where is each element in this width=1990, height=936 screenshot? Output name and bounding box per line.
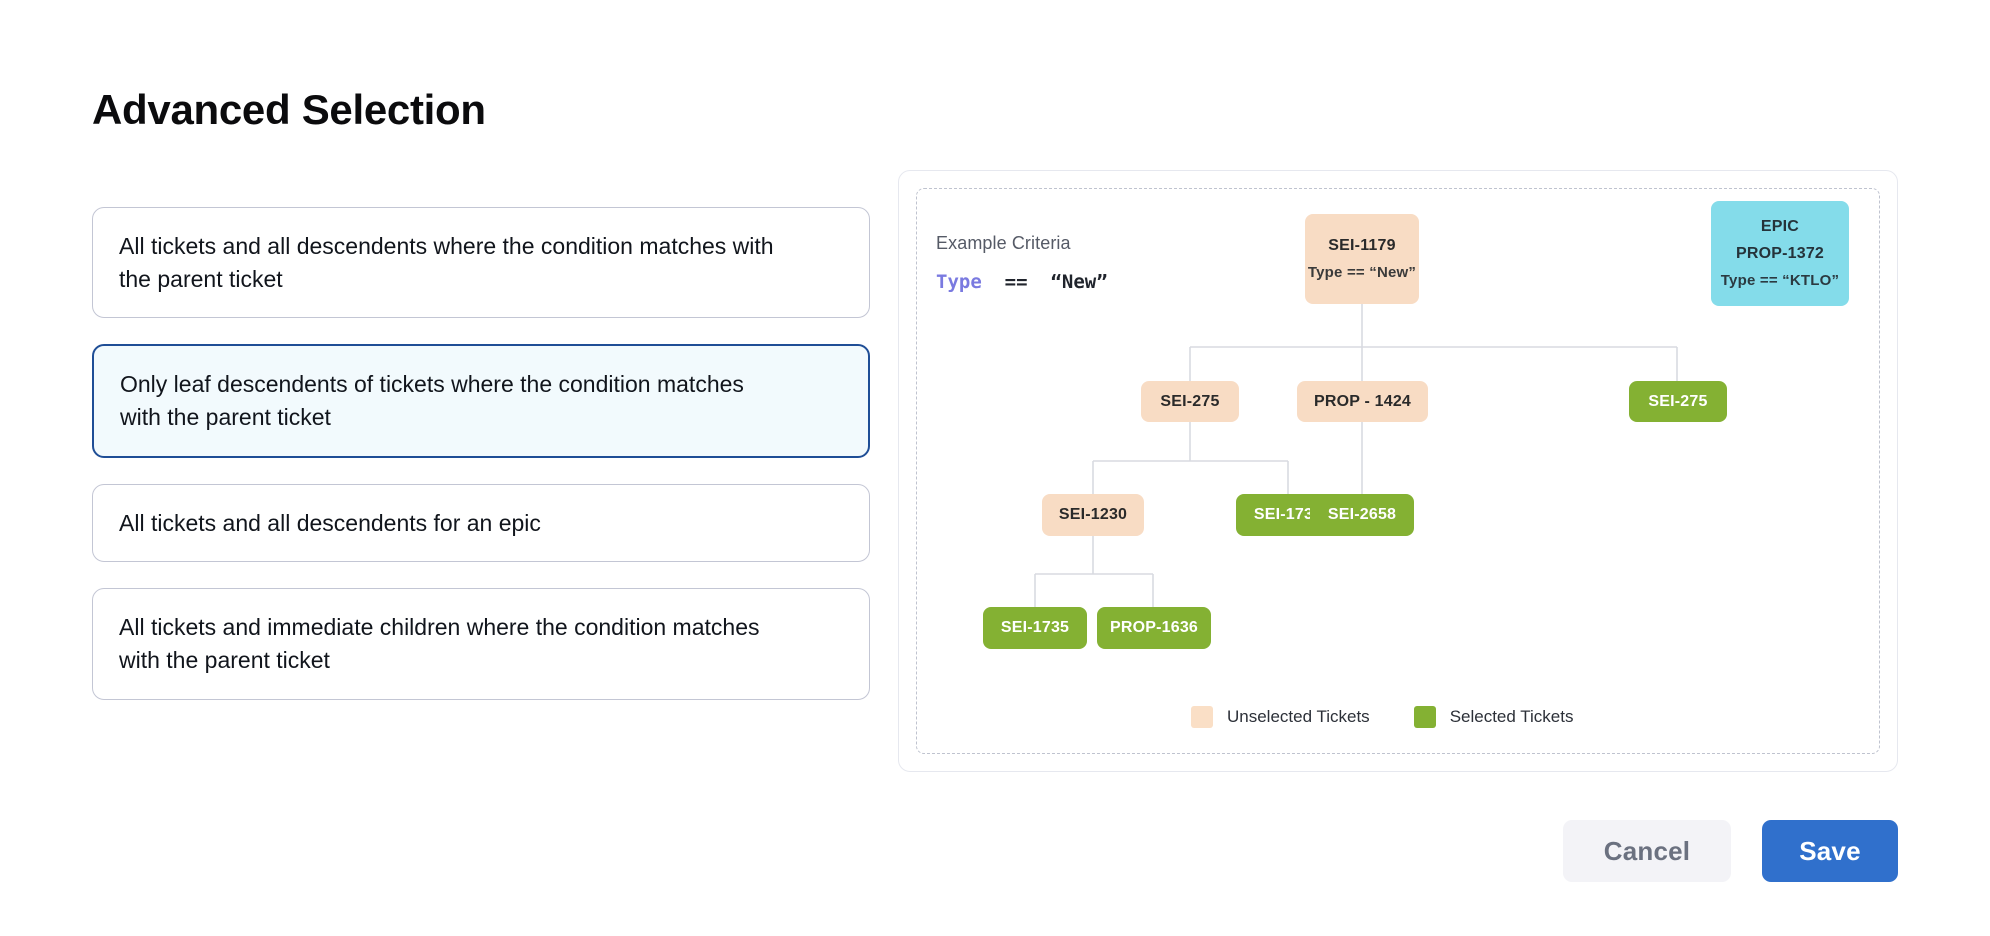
node-subtitle: Type == “KTLO” [1720, 272, 1840, 289]
tree-node-sei-275-b[interactable]: SEI-275 [1629, 381, 1727, 422]
cancel-button[interactable]: Cancel [1563, 820, 1731, 882]
legend-label: Selected Tickets [1449, 707, 1574, 726]
diagram-legend: Unselected Tickets Selected Tickets [1191, 706, 1573, 728]
option-immediate-children-condition[interactable]: All tickets and immediate children where… [92, 588, 870, 700]
node-middle: PROP-1372 [1735, 245, 1825, 262]
legend-swatch-unselected-icon [1191, 706, 1213, 728]
tree-node-prop-1636[interactable]: PROP-1636 [1097, 607, 1211, 649]
selection-options-list: All tickets and all descendents where th… [92, 207, 870, 726]
tree-node-sei-2658[interactable]: SEI-2658 [1310, 494, 1414, 536]
legend-swatch-selected-icon [1413, 706, 1436, 728]
option-label: All tickets and all descendents where th… [119, 233, 774, 292]
tree-node-sei-1179[interactable]: SEI-1179 Type == “New” [1305, 214, 1419, 304]
ticket-tree-diagram: SEI-1179 Type == “New” EPIC PROP-1372 Ty… [917, 189, 1879, 753]
criteria-field: Type [936, 271, 982, 293]
page-title: Advanced Selection [92, 86, 486, 134]
save-button[interactable]: Save [1762, 820, 1898, 882]
example-criteria-expression: Type == “New” [936, 271, 1108, 293]
node-title: SEI-275 [1160, 392, 1220, 410]
criteria-operator: == [1004, 271, 1028, 293]
dialog-footer: Cancel Save [1563, 820, 1898, 882]
example-criteria-label: Example Criteria [936, 233, 1071, 253]
node-title: SEI-1179 [1328, 237, 1396, 254]
option-label: Only leaf descendents of tickets where t… [120, 371, 744, 430]
tree-node-sei-275-a[interactable]: SEI-275 [1141, 381, 1239, 422]
node-title: SEI-1735 [1253, 506, 1323, 523]
preview-dashed-panel: Example Criteria Type == “New” [916, 188, 1880, 754]
criteria-value: “New” [1050, 271, 1108, 293]
node-title: SEI-1230 [1058, 506, 1128, 523]
option-all-descendents-epic[interactable]: All tickets and all descendents for an e… [92, 483, 870, 563]
node-title: SEI-1735 [1000, 619, 1070, 636]
node-title: PROP-1636 [1109, 619, 1199, 636]
node-subtitle: Type == “New” [1307, 264, 1417, 281]
node-title: EPIC [1760, 218, 1800, 235]
option-all-descendents-condition[interactable]: All tickets and all descendents where th… [92, 207, 870, 319]
node-title: SEI-275 [1648, 392, 1708, 410]
option-leaf-descendents-condition[interactable]: Only leaf descendents of tickets where t… [92, 344, 870, 458]
legend-label: Unselected Tickets [1227, 707, 1370, 726]
legend-item-selected: Selected Tickets [1413, 706, 1574, 728]
tree-node-epic-prop-1372[interactable]: EPIC PROP-1372 Type == “KTLO” [1711, 201, 1849, 306]
node-title: PROP - 1424 [1313, 392, 1412, 410]
tree-node-sei-1230[interactable]: SEI-1230 [1042, 494, 1144, 536]
preview-card: Example Criteria Type == “New” [898, 170, 1898, 772]
option-label: All tickets and all descendents for an e… [119, 509, 541, 536]
option-label: All tickets and immediate children where… [119, 614, 760, 673]
node-title: SEI-2658 [1327, 506, 1397, 523]
tree-node-sei-1735-b[interactable]: SEI-1735 [983, 607, 1087, 649]
tree-node-prop-1424[interactable]: PROP - 1424 [1297, 381, 1428, 422]
legend-item-unselected: Unselected Tickets [1191, 706, 1370, 728]
